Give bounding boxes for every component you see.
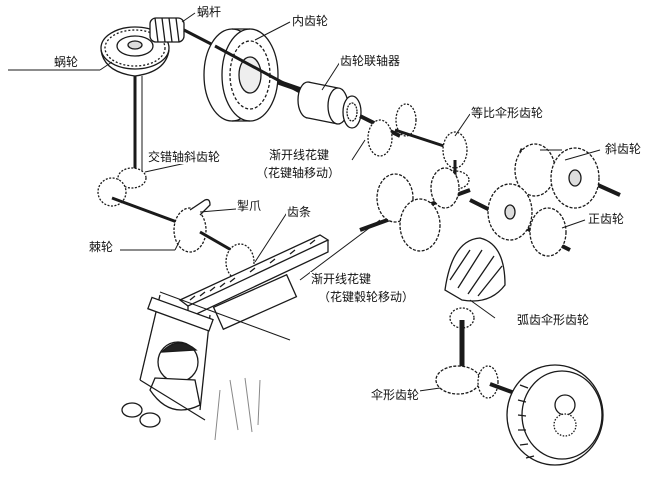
label-pawl: 掣爪 (236, 199, 263, 213)
label-helical-gear: 斜齿轮 (604, 142, 643, 156)
label-rack: 齿条 (286, 205, 313, 219)
label-spline-hub-move: （花键毂轮移动） (317, 290, 416, 304)
ratchet-pawl-graphic (173, 198, 241, 257)
hamster-wheel-graphic (506, 364, 604, 466)
bevel-gears-graphic (435, 365, 521, 399)
internal-gear-graphic (203, 28, 279, 122)
gear-coupling-graphic (297, 81, 362, 129)
label-miter-bevel: 等比伞形齿轮 (470, 106, 545, 120)
label-spline-shaft-move: （花键轴移动） (255, 166, 342, 180)
leader-lines (8, 12, 601, 394)
worm-graphic (149, 17, 216, 48)
label-ratchet: 棘轮 (88, 240, 115, 254)
spline-shaft-gears-graphic (367, 103, 451, 157)
label-internal-gear: 内齿轮 (291, 14, 330, 28)
crossed-helical-graphic (97, 167, 186, 227)
label-spiral-bevel: 弧齿伞形齿轮 (516, 313, 591, 327)
label-spur-gear: 正齿轮 (587, 212, 626, 226)
label-worm: 蜗杆 (196, 5, 223, 19)
label-bevel-gear: 伞形齿轮 (370, 388, 421, 402)
cap-logo-text: KHK (170, 357, 187, 365)
swing-boy-graphic (121, 294, 261, 441)
helical-gears-graphic (514, 143, 621, 209)
spur-gears-graphic (469, 183, 571, 257)
label-involute-spline-1: 渐开线花键 (268, 148, 331, 162)
rack-graphic (159, 234, 330, 341)
label-crossed-helical: 交错轴斜齿轮 (147, 150, 222, 164)
spiral-bevel-graphic (444, 237, 506, 370)
label-involute-spline-2: 渐开线花键 (310, 272, 373, 286)
spline-hub-gears-graphic (359, 167, 471, 252)
label-worm-wheel: 蜗轮 (53, 55, 80, 69)
label-gear-coupling: 齿轮联轴器 (339, 54, 402, 68)
